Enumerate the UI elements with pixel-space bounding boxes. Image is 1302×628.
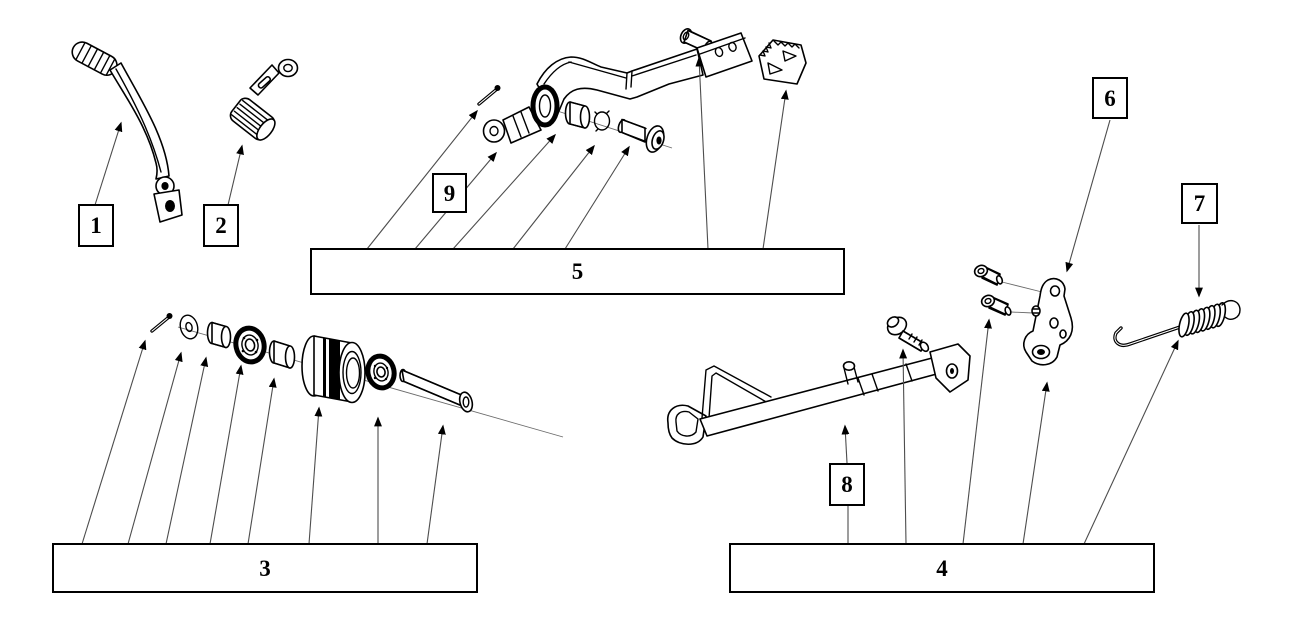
leader-lines-callout-6 — [1065, 119, 1111, 273]
callout-number-3: 3 — [259, 555, 271, 581]
callout-box-7: 7 — [1181, 183, 1218, 224]
stand-spring — [1113, 300, 1241, 347]
bearing-shaft-assembly-drawing — [150, 313, 474, 413]
callout-box-2: 2 — [203, 204, 239, 247]
bracket-screw-2 — [980, 294, 1012, 316]
stand-peg — [842, 360, 859, 385]
side-stand-assembly-drawing — [666, 264, 1241, 446]
callout-number-9: 9 — [443, 180, 456, 206]
callout-box-9: 9 — [432, 173, 467, 213]
bracket-screw-1 — [973, 264, 1004, 286]
spacer — [206, 321, 232, 349]
leader-lines-callout-3 — [81, 339, 446, 545]
cotter-pin-2 — [150, 313, 173, 333]
callout-number-5: 5 — [571, 259, 584, 284]
bushing — [268, 340, 296, 369]
callout-number-6: 6 — [1104, 85, 1116, 111]
leader-lines-callout-1 — [94, 121, 123, 206]
callout-box-5: 5 — [310, 248, 845, 295]
cotter-pin — [477, 85, 501, 106]
bearing — [233, 325, 267, 365]
foot-peg — [758, 39, 807, 85]
stand-bolt — [886, 316, 930, 353]
callout-box-8: 8 — [829, 463, 865, 506]
bearing-2 — [365, 353, 397, 391]
pedal-bolt — [617, 118, 665, 153]
callout-box-3: 3 — [52, 543, 478, 593]
callout-box-6: 6 — [1092, 77, 1128, 119]
gear-shift-lever-drawing — [229, 58, 299, 141]
leader-lines-callout-8 — [841, 424, 850, 464]
callout-box-1: 1 — [78, 204, 114, 247]
kick-start-lever-drawing — [71, 41, 183, 223]
callout-number-8: 8 — [841, 472, 853, 497]
pedal-bushing — [564, 101, 591, 129]
brake-pedal-assembly-drawing — [477, 28, 807, 153]
leader-lines-callout-2 — [227, 144, 244, 206]
callout-number-7: 7 — [1193, 191, 1206, 216]
leader-lines-callout-4 — [847, 318, 1179, 545]
axle-bolt — [399, 368, 474, 413]
stand-bracket — [1023, 277, 1074, 366]
roller — [301, 335, 366, 404]
circlip — [593, 110, 611, 132]
callout-number-4: 4 — [936, 555, 948, 581]
callout-number-1: 1 — [90, 213, 102, 238]
callout-box-4: 4 — [729, 543, 1155, 593]
callout-number-2: 2 — [215, 213, 227, 238]
